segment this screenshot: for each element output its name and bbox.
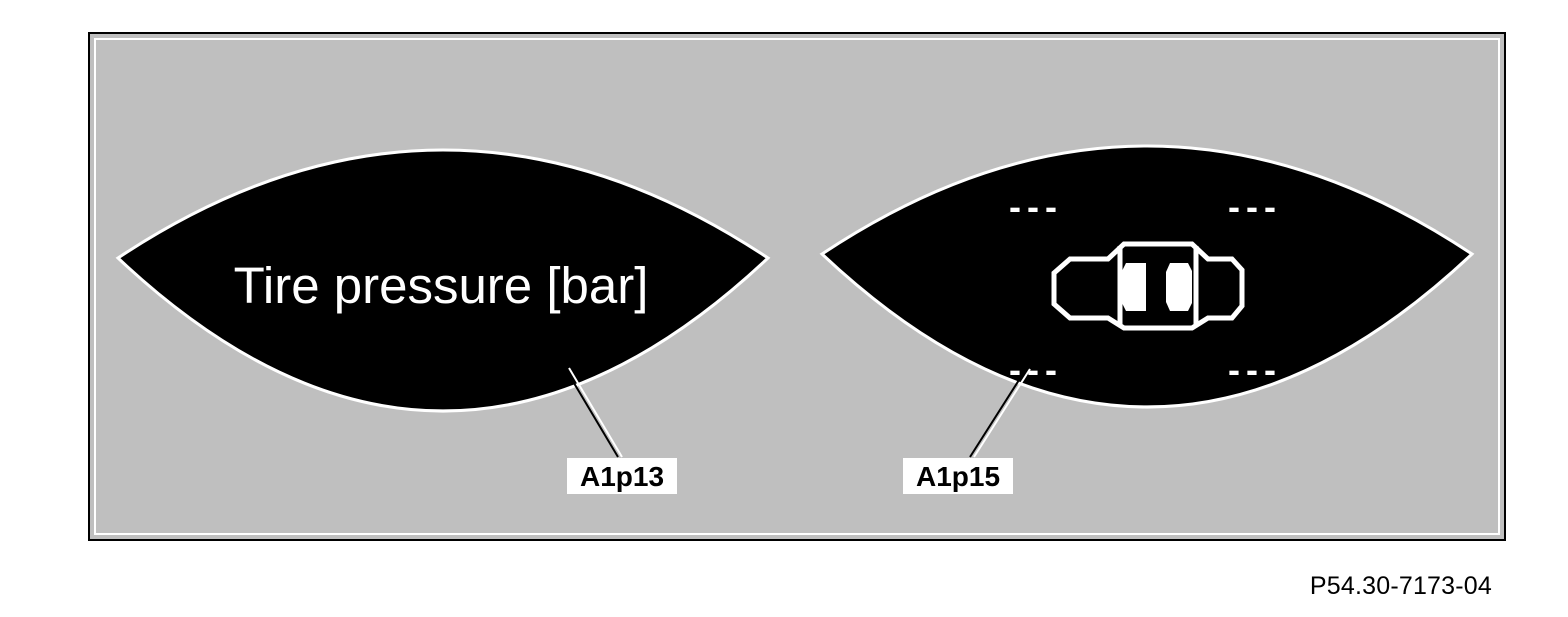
tire-value-front-right: --- bbox=[1228, 186, 1282, 227]
vehicle-top-view-icon bbox=[1051, 241, 1245, 331]
callout-label-a1p13: A1p13 bbox=[567, 458, 677, 494]
left-display-text: Tire pressure [bar] bbox=[234, 257, 649, 314]
callout-label-a1p13-box bbox=[567, 458, 677, 494]
callout-label-a1p15-box bbox=[903, 458, 1013, 494]
leader-line-a1p13 bbox=[564, 367, 619, 458]
leader-line-a1p13-highlight bbox=[568, 367, 623, 458]
left-display-shape bbox=[115, 148, 771, 413]
leader-line-a1p15 bbox=[969, 368, 1027, 458]
tire-value-rear-right: --- bbox=[1228, 349, 1282, 390]
right-display-shape bbox=[819, 144, 1475, 409]
right-display: --- --- --- --- bbox=[819, 144, 1475, 409]
callout-label-a1p15-text: A1p15 bbox=[916, 461, 1000, 492]
callout-label-a1p15: A1p15 bbox=[903, 458, 1013, 494]
callout-label-a1p13-text: A1p13 bbox=[580, 461, 664, 492]
display-panel-inner-border bbox=[94, 38, 1500, 535]
tire-value-front-left: --- bbox=[1009, 186, 1063, 227]
callout-leaders bbox=[564, 367, 1031, 458]
reference-code: P54.30-7173-04 bbox=[1309, 572, 1492, 600]
left-display: Tire pressure [bar] bbox=[115, 148, 771, 413]
leader-line-a1p15-highlight bbox=[973, 368, 1031, 458]
